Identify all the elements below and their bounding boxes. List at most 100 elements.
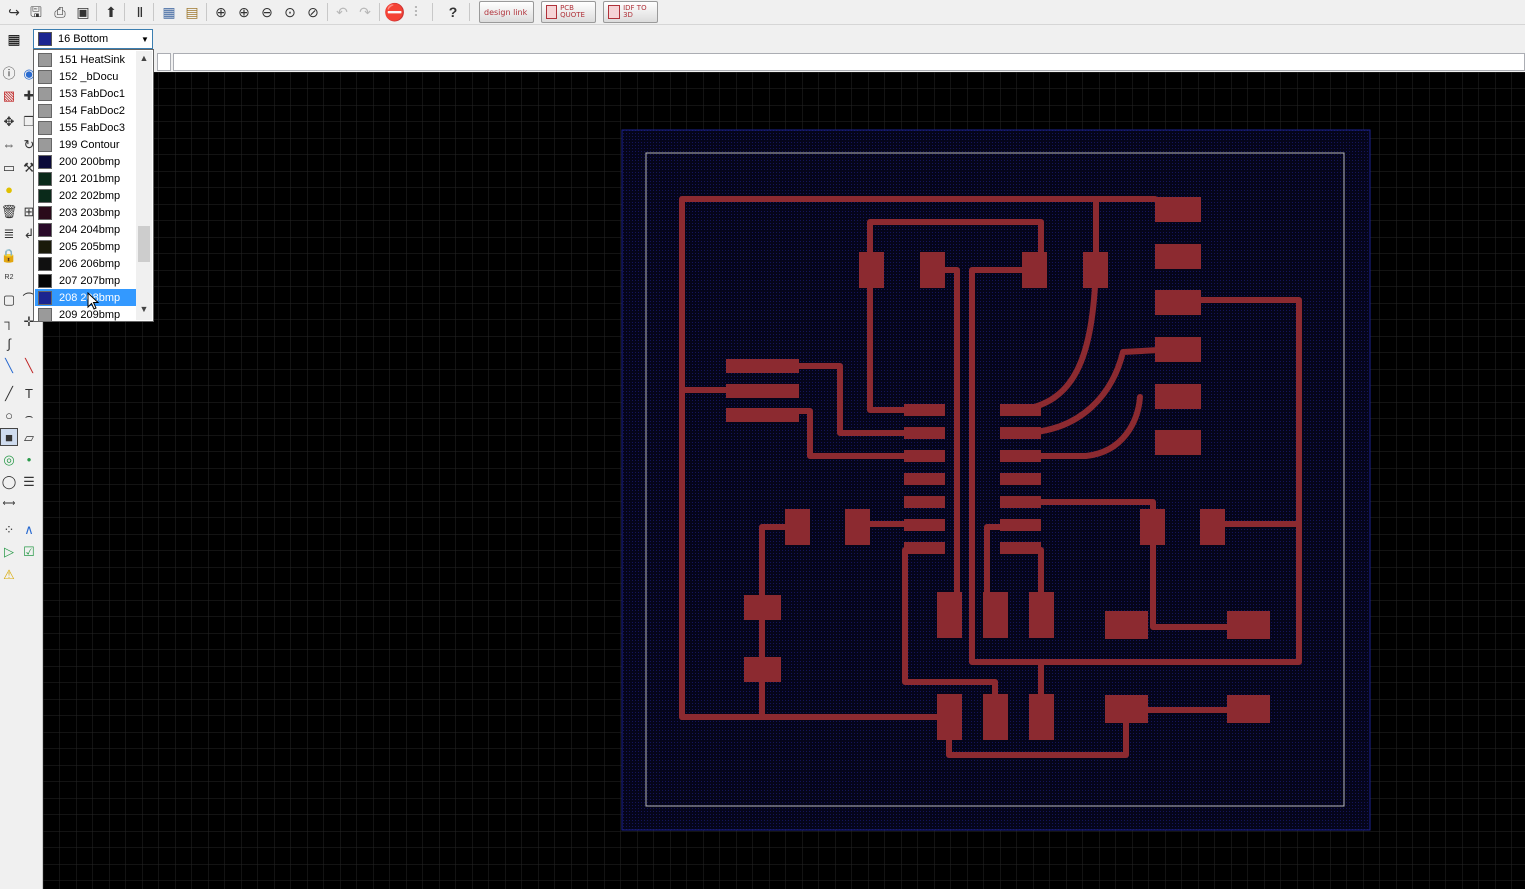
erc-icon[interactable]: ▷ bbox=[4, 543, 14, 559]
scrollbar-thumb[interactable] bbox=[138, 226, 150, 262]
dimension-icon[interactable]: ⟷ bbox=[2, 497, 16, 508]
rotate-icon[interactable]: ↻ bbox=[23, 136, 35, 152]
help-icon[interactable]: ? bbox=[443, 2, 463, 22]
chevron-down-icon[interactable]: ▼ bbox=[139, 304, 149, 314]
smash-icon[interactable]: R2 bbox=[4, 273, 14, 281]
name-icon[interactable]: ≣ bbox=[3, 225, 15, 241]
miter-icon[interactable]: ▢ bbox=[2, 291, 16, 307]
layer-option[interactable]: 205 205bmp bbox=[35, 238, 137, 255]
print-icon[interactable]: ⎙ bbox=[54, 4, 66, 20]
layer-swatch bbox=[38, 290, 52, 305]
layer-swatch bbox=[38, 256, 52, 271]
layer-option[interactable]: 155 FabDoc3 bbox=[35, 119, 137, 136]
layer-option[interactable]: 201 201bmp bbox=[35, 170, 137, 187]
errors-warning-icon[interactable]: ⚠ bbox=[3, 566, 15, 582]
text-icon[interactable]: T bbox=[25, 385, 33, 401]
layer-select[interactable]: 16 Bottom ▼ bbox=[33, 29, 153, 49]
layer-option[interactable]: 199 Contour bbox=[35, 136, 137, 153]
layer-dropdown-list[interactable]: 151 HeatSink 152 _bDocu 153 FabDoc1 154 … bbox=[33, 49, 154, 322]
layer-option[interactable]: 203 203bmp bbox=[35, 204, 137, 221]
help-label: ? bbox=[448, 4, 458, 20]
ratsnest-icon[interactable]: ⁘ bbox=[3, 521, 15, 537]
zoom-out-icon[interactable]: ⊖ bbox=[261, 4, 273, 20]
layer-option[interactable]: 153 FabDoc1 bbox=[35, 85, 137, 102]
chevron-down-icon[interactable]: ▼ bbox=[141, 34, 149, 44]
design-link-button[interactable]: design link bbox=[479, 1, 534, 23]
layer-option[interactable]: 204 204bmp bbox=[35, 221, 137, 238]
zoom-select-icon[interactable]: ⊙ bbox=[284, 4, 296, 20]
show-icon[interactable]: ◉ bbox=[23, 65, 35, 81]
grid-icon[interactable]: ▦ bbox=[7, 30, 21, 47]
schematic-icon[interactable]: ▦ bbox=[162, 4, 176, 20]
script-icon[interactable]: Ⅱ bbox=[136, 4, 144, 20]
delete-icon[interactable]: 🗑 bbox=[0, 203, 18, 219]
save-icon[interactable]: 🖫 bbox=[30, 4, 42, 20]
autorouter-icon[interactable]: ∧ bbox=[24, 521, 34, 537]
redraw-icon[interactable]: ⊘ bbox=[307, 4, 319, 20]
pcb-drawing[interactable] bbox=[43, 72, 1525, 889]
board-outline bbox=[645, 152, 1345, 807]
layer-option[interactable]: 202 202bmp bbox=[35, 187, 137, 204]
signal-icon[interactable]: • bbox=[26, 451, 32, 467]
arc-icon[interactable]: ⌢ bbox=[24, 407, 34, 423]
idf-icon bbox=[608, 5, 621, 19]
chevron-up-icon[interactable]: ▲ bbox=[139, 53, 149, 63]
copy-icon[interactable]: ❐ bbox=[23, 113, 35, 129]
rect-icon[interactable]: ■ bbox=[0, 428, 18, 446]
command-history-button[interactable] bbox=[157, 53, 171, 71]
mark-icon[interactable]: ✚ bbox=[23, 87, 35, 103]
layer-option[interactable]: 154 FabDoc2 bbox=[35, 102, 137, 119]
polygon-icon[interactable]: ▱ bbox=[24, 429, 34, 445]
add-icon[interactable]: ⊞ bbox=[23, 203, 35, 219]
split-icon[interactable]: ⌒ bbox=[22, 291, 36, 307]
optimize-icon[interactable]: ┐ bbox=[4, 313, 14, 329]
value-icon[interactable]: ↲ bbox=[23, 225, 35, 241]
stop-icon[interactable]: ⛔ bbox=[384, 2, 406, 22]
lock-icon[interactable]: 🔒 bbox=[0, 247, 18, 263]
board-icon[interactable]: ▤ bbox=[185, 4, 199, 20]
meander-icon[interactable]: ∫ bbox=[7, 335, 11, 351]
drc-icon[interactable]: ☑ bbox=[23, 543, 35, 559]
pcb-quote-icon bbox=[546, 5, 558, 19]
design-link-label: design link bbox=[484, 7, 528, 17]
ulp-icon[interactable]: ⬆ bbox=[105, 4, 117, 20]
layer-option[interactable]: 151 HeatSink bbox=[35, 51, 137, 68]
layer-option-selected[interactable]: 208 208bmp bbox=[35, 289, 137, 306]
zoom-in-icon[interactable]: ⊕ bbox=[238, 4, 250, 20]
layer-list-scrollbar[interactable]: ▲ ▼ bbox=[136, 51, 152, 320]
command-input[interactable] bbox=[173, 53, 1525, 71]
group-icon[interactable]: ▭ bbox=[2, 159, 16, 175]
info-icon[interactable]: ⓘ bbox=[2, 65, 16, 81]
layer-option-label: 204 204bmp bbox=[59, 223, 121, 236]
layer-option[interactable]: 206 206bmp bbox=[35, 255, 137, 272]
route-single-icon[interactable]: ╲ bbox=[5, 357, 13, 373]
open-icon[interactable]: ↪ bbox=[8, 4, 20, 20]
layer-option[interactable]: 207 207bmp bbox=[35, 272, 137, 289]
route-icon[interactable]: ✛ bbox=[23, 313, 35, 329]
pcb-quote-button[interactable]: PCB QUOTE bbox=[541, 1, 596, 23]
layer-swatch bbox=[38, 222, 52, 237]
layer-option-label: 206 206bmp bbox=[59, 257, 121, 270]
circle-icon[interactable]: ○ bbox=[5, 407, 13, 423]
paste-icon[interactable]: ● bbox=[5, 181, 13, 197]
change-icon[interactable]: ⚒ bbox=[23, 159, 35, 175]
redo-icon[interactable]: ↷ bbox=[359, 4, 371, 20]
toolbar-separator bbox=[327, 3, 328, 21]
via-icon[interactable]: ◎ bbox=[3, 451, 15, 467]
attribute-icon[interactable]: ☰ bbox=[23, 473, 35, 489]
ripup-icon[interactable]: ╲ bbox=[25, 357, 33, 373]
idf-to-3d-button[interactable]: IDF TO 3D bbox=[603, 1, 658, 23]
mirror-icon[interactable]: ⇔ bbox=[2, 136, 16, 152]
layer-option[interactable]: 209 209bmp bbox=[35, 306, 137, 323]
wire-icon[interactable]: ╱ bbox=[5, 385, 13, 401]
go-icon[interactable]: ⠇ bbox=[412, 4, 424, 20]
undo-icon[interactable]: ↶ bbox=[336, 4, 348, 20]
cam-icon[interactable]: ▣ bbox=[76, 4, 90, 20]
layer-option[interactable]: 200 200bmp bbox=[35, 153, 137, 170]
display-icon[interactable]: ▧ bbox=[2, 87, 16, 103]
board-canvas[interactable] bbox=[43, 72, 1525, 889]
move-icon[interactable]: ✥ bbox=[3, 113, 15, 129]
hole-icon[interactable]: ◯ bbox=[1, 473, 17, 489]
layer-option[interactable]: 152 _bDocu bbox=[35, 68, 137, 85]
zoom-fit-icon[interactable]: ⊕ bbox=[215, 4, 227, 20]
